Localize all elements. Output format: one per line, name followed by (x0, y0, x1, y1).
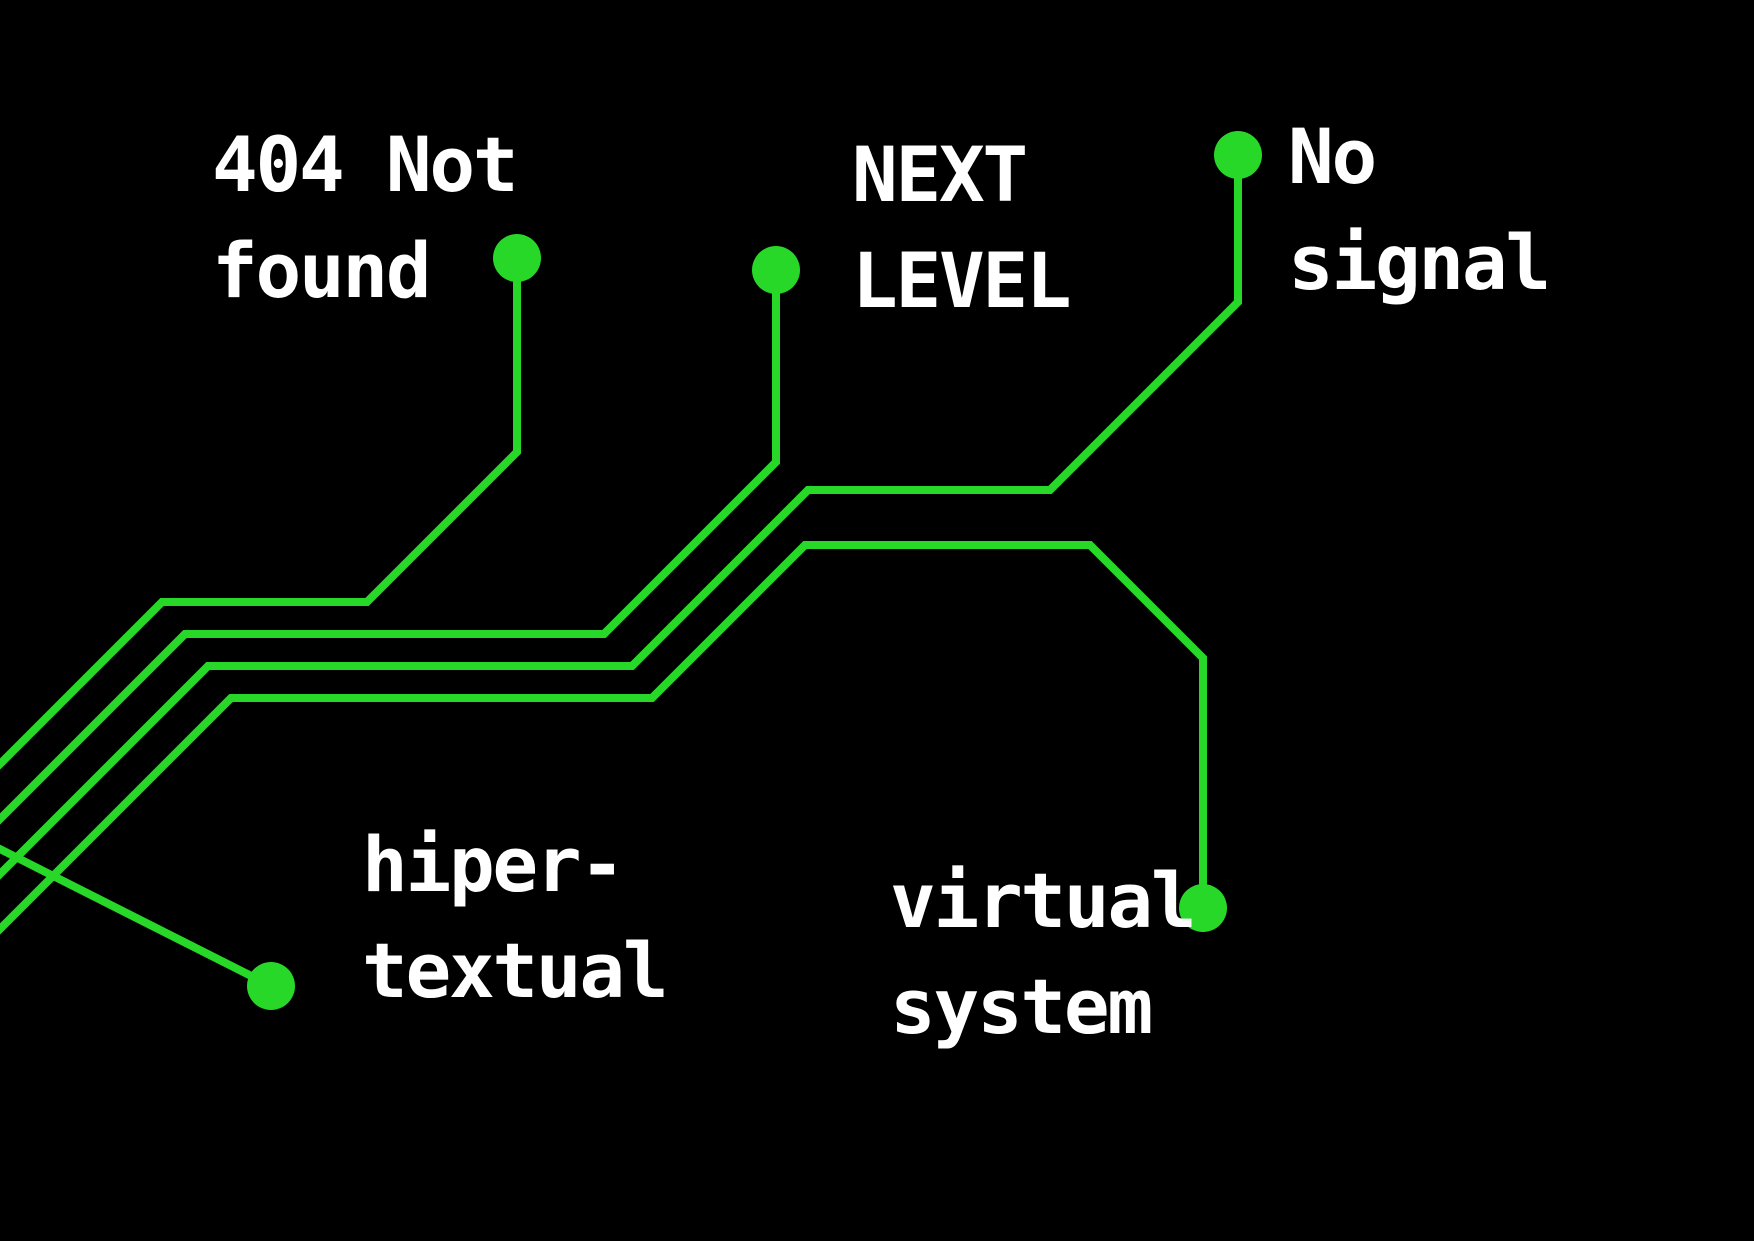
trace-hipertextual (0, 844, 273, 990)
label-no-signal: No signal (1288, 104, 1551, 316)
node-404-not-found (493, 234, 541, 282)
trace-virtual-system (0, 541, 1207, 935)
label-hipertextual-line2: textual (362, 926, 669, 1015)
label-404-not-found-line1: 404 Not (212, 120, 519, 209)
label-next-level: NEXT LEVEL (852, 122, 1072, 334)
trace-404-not-found (0, 258, 521, 770)
label-404-not-found: 404 Not found (212, 112, 519, 324)
label-next-level-line1: NEXT (852, 130, 1028, 219)
node-next-level (752, 246, 800, 294)
trace-no-signal (0, 155, 1242, 880)
label-virtual-system-line1: virtual (890, 856, 1197, 945)
label-no-signal-line1: No (1288, 112, 1377, 201)
label-virtual-system: virtual system (890, 848, 1197, 1060)
label-hipertextual-line1: hiper- (362, 820, 625, 909)
node-no-signal (1214, 131, 1262, 179)
label-404-not-found-line2: found (212, 226, 432, 315)
label-next-level-line2: LEVEL (852, 236, 1072, 325)
node-virtual-system (1179, 884, 1227, 932)
node-hipertextual (247, 962, 295, 1010)
label-virtual-system-line2: system (890, 962, 1153, 1051)
label-hipertextual: hiper- textual (362, 812, 669, 1024)
trace-next-level (0, 270, 780, 825)
label-no-signal-line2: signal (1288, 218, 1551, 307)
